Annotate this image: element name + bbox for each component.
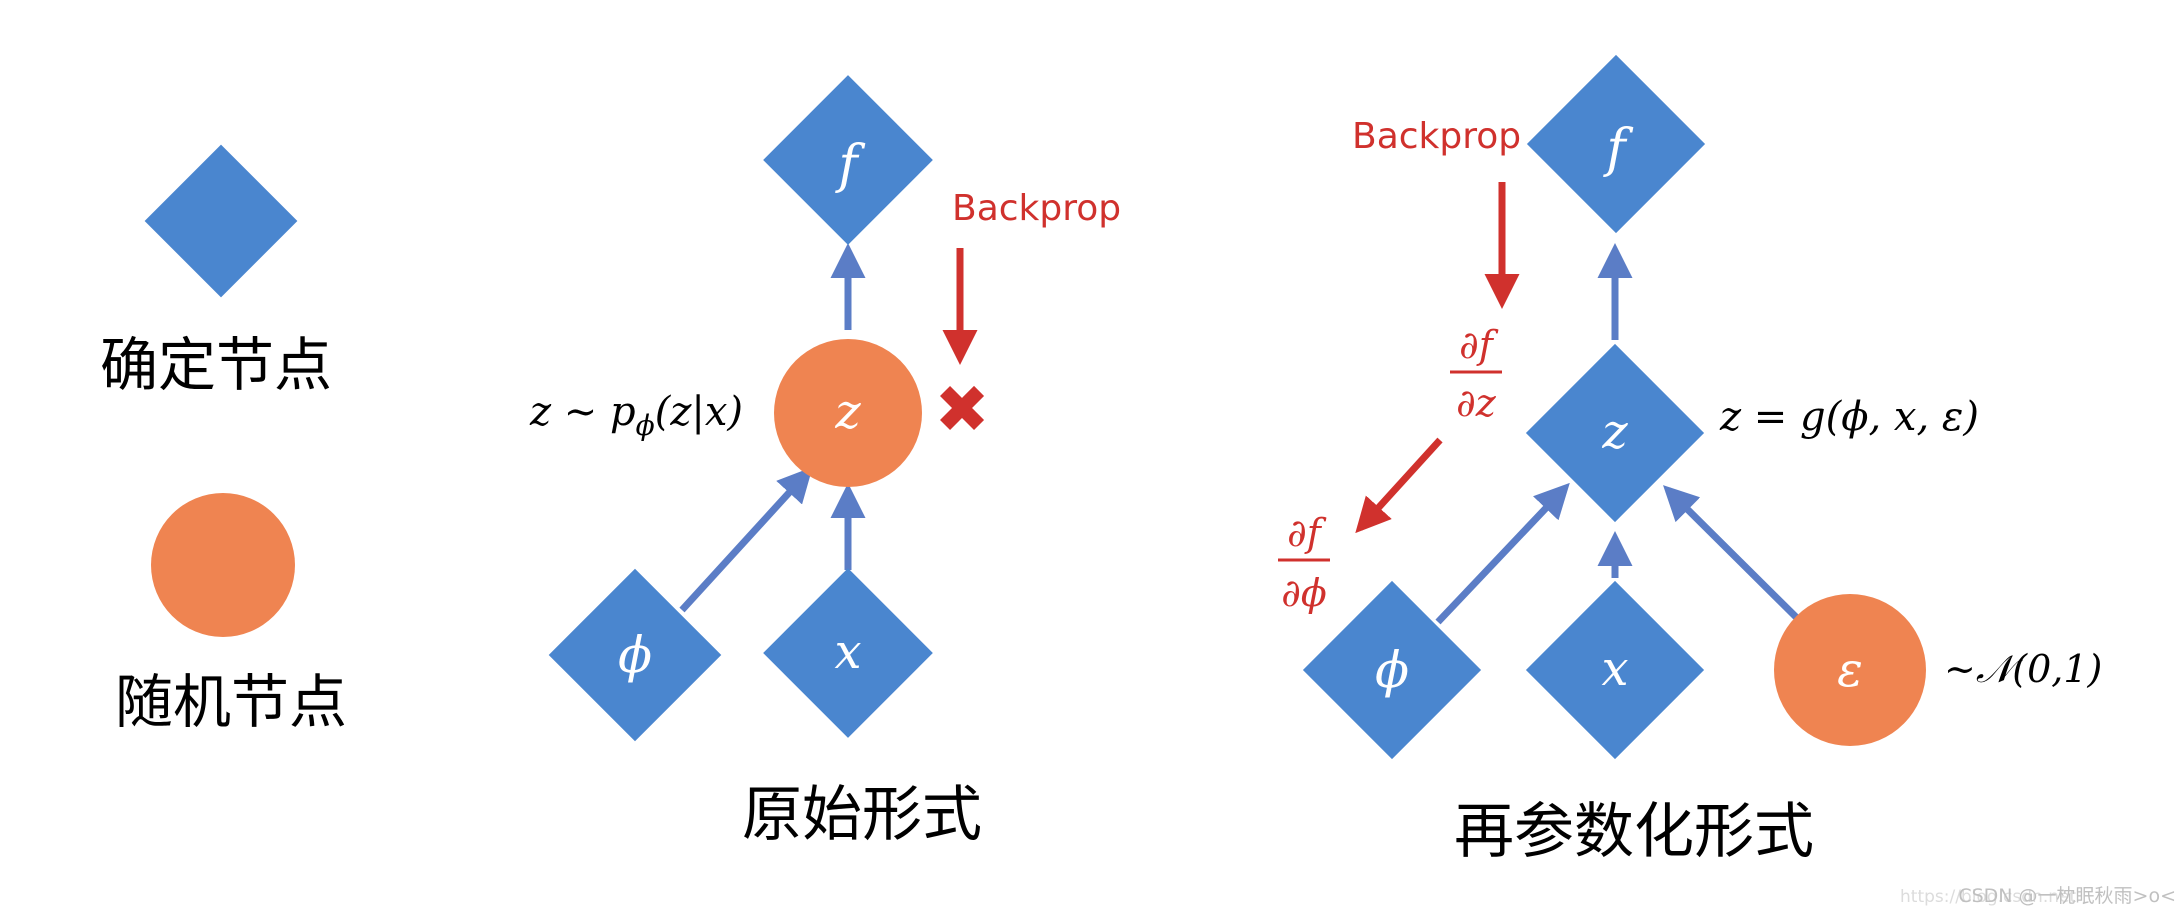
original-form: f z ϕ x z ∼ pϕ(z|x) Backprop ✖ 原始形式 (529, 75, 1121, 850)
z-transform-equation: z = g(ϕ, x, ε) (1719, 394, 1979, 440)
node-z-deterministic-reparam (1525, 343, 1705, 523)
node-z-label: z (834, 384, 861, 440)
gradient-df-dz: ∂f ∂z (1450, 323, 1502, 425)
backprop-label-reparam: Backprop (1352, 116, 1521, 157)
gradient-df-dphi: ∂f ∂ϕ (1278, 511, 1330, 615)
watermark-text: CSDN @一枕眠秋雨>o< (1958, 885, 2176, 907)
backprop-blocked-icon: ✖ (934, 371, 989, 448)
gradient-flow-arrow (1355, 437, 1443, 534)
node-f-deterministic-reparam (1526, 54, 1706, 234)
legend: 确定节点 随机节点 (100, 144, 347, 736)
legend-deterministic-label: 确定节点 (100, 331, 332, 399)
legend-deterministic-node (144, 144, 298, 298)
node-phi-label-reparam: ϕ (1375, 641, 1409, 699)
node-x-deterministic (763, 568, 933, 738)
caption-original-form: 原始形式 (742, 780, 982, 850)
z-eq-main: z ∼ p (529, 389, 636, 435)
caption-reparameterized-form: 再参数化形式 (1454, 797, 1814, 867)
grad-dz-numerator: ∂f (1459, 323, 1499, 367)
z-eq-sub: ϕ (636, 409, 655, 442)
reparameterized-form: f z ϕ x ε z = g(ϕ, x, ε) ∼𝒩(0,1) Backpro… (1278, 54, 2102, 867)
grad-dz-denominator: ∂z (1456, 381, 1497, 425)
node-phi-deterministic (548, 568, 722, 742)
backprop-label-original: Backprop (952, 188, 1121, 229)
node-eps-random (1774, 594, 1926, 746)
edge-phi-to-z (679, 466, 813, 613)
legend-random-label: 随机节点 (115, 668, 347, 736)
watermark: https://blog.csdn.net CSDN @一枕眠秋雨>o< (1900, 885, 2176, 907)
edge-eps-to-z-reparam (1663, 485, 1800, 621)
eps-distribution: ∼𝒩(0,1) (1944, 647, 2102, 691)
z-eq-tail: (z|x) (655, 389, 743, 435)
node-x-label: x (834, 624, 861, 680)
legend-random-node (151, 493, 295, 637)
grad-dphi-denominator: ∂ϕ (1281, 571, 1327, 615)
node-x-label-reparam: x (1601, 641, 1628, 697)
grad-dphi-numerator: ∂f (1287, 511, 1327, 555)
node-phi-label: ϕ (618, 626, 652, 684)
node-x-deterministic-reparam (1525, 580, 1705, 760)
watermark-url: https://blog.csdn.net (1900, 887, 2076, 907)
node-z-random (774, 339, 922, 487)
edge-phi-to-z-reparam (1435, 482, 1570, 625)
node-f-deterministic (763, 75, 933, 245)
node-z-label-reparam: z (1601, 404, 1628, 460)
node-eps-label: ε (1837, 642, 1863, 698)
node-phi-deterministic-reparam (1302, 580, 1482, 760)
z-sampling-equation: z ∼ pϕ(z|x) (529, 389, 743, 442)
